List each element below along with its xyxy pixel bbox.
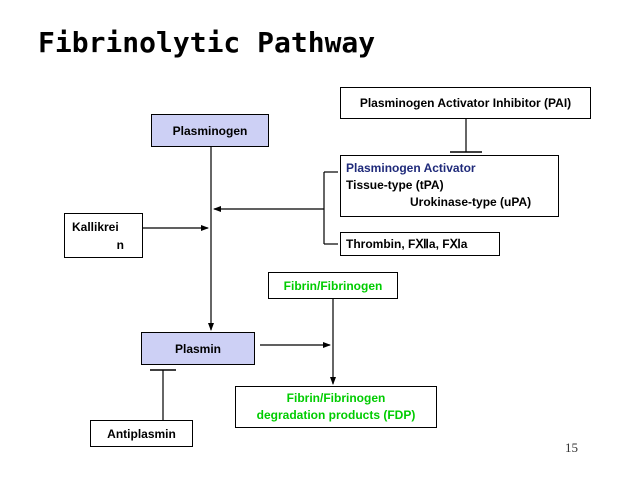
pa-title: Plasminogen Activator — [346, 161, 476, 175]
pai-label: Plasminogen Activator Inhibitor (PAI) — [359, 96, 572, 110]
fdp-label-line2: degradation products (FDP) — [256, 408, 416, 422]
fibrin-label: Fibrin/Fibrinogen — [283, 278, 383, 293]
thrombin-box: Thrombin, FⅫa, FⅪa — [340, 232, 500, 256]
plasminogen-label: Plasminogen — [172, 123, 248, 138]
kallikrein-label-line2: n — [116, 238, 124, 252]
pa-urokinase-type: Urokinase-type (uPA) — [410, 195, 532, 209]
pa-tissue-type: Tissue-type (tPA) — [346, 178, 444, 192]
page-number: 15 — [565, 440, 578, 455]
fdp-box: Fibrin/Fibrinogen degradation products (… — [235, 386, 437, 428]
plasmin-label: Plasmin — [174, 341, 222, 356]
kallikrein-box: Kallikrei n — [64, 213, 143, 258]
page-title: Fibrinolytic Pathway — [38, 26, 376, 59]
plasmin-box: Plasmin — [141, 332, 255, 365]
antiplasmin-label: Antiplasmin — [107, 426, 176, 441]
kallikrein-label-line1: Kallikrei — [72, 220, 119, 234]
plasminogen-box: Plasminogen — [151, 114, 269, 147]
plasminogen-activator-box: Plasminogen Activator Tissue-type (tPA) … — [340, 155, 559, 217]
fdp-label-line1: Fibrin/Fibrinogen — [286, 391, 386, 405]
pai-box: Plasminogen Activator Inhibitor (PAI) — [340, 87, 591, 119]
antiplasmin-box: Antiplasmin — [90, 420, 193, 447]
fibrin-box: Fibrin/Fibrinogen — [268, 272, 398, 299]
thrombin-label: Thrombin, FⅫa, FⅪa — [346, 237, 468, 251]
